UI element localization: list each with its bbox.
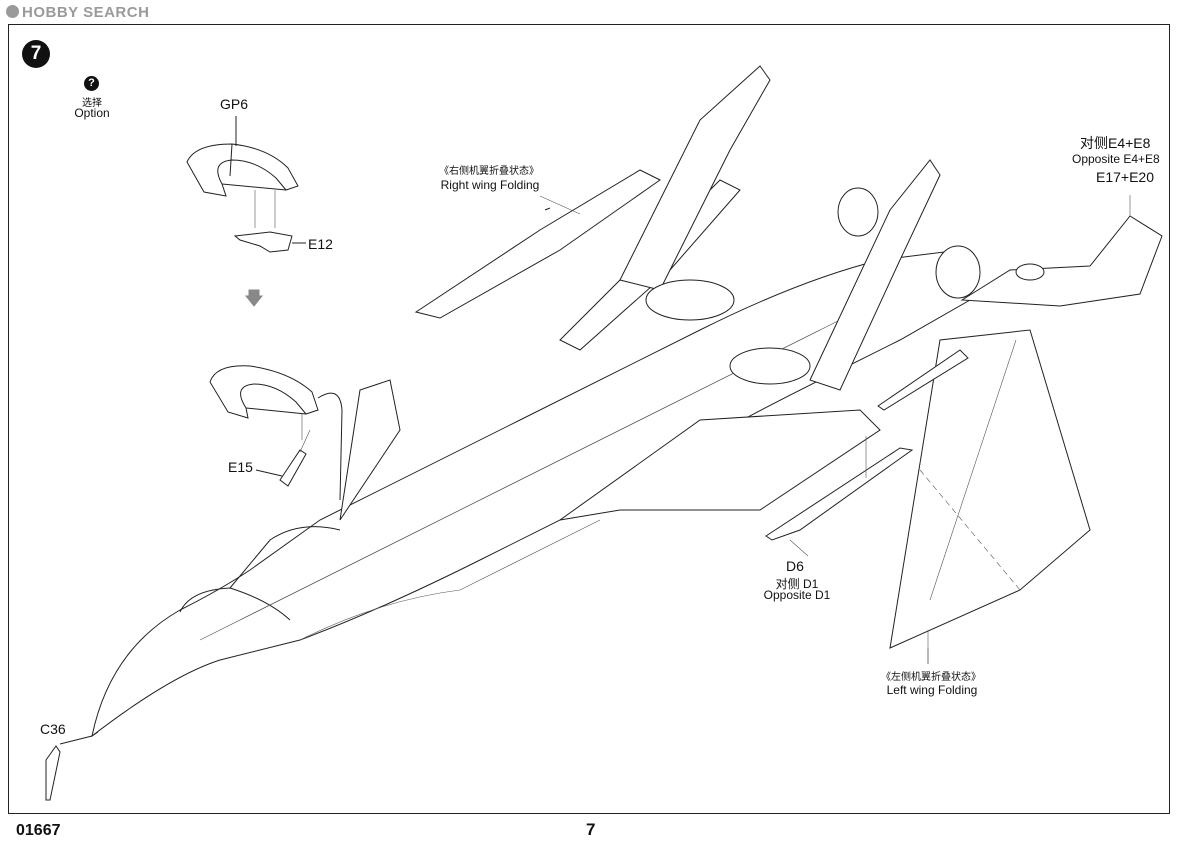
part-label-d1-cn: 对侧 D1 bbox=[775, 577, 819, 591]
page-number: 7 bbox=[586, 820, 596, 839]
watermark-logo: HOBBY SEARCH bbox=[6, 4, 149, 21]
left-wing-folding-drawing bbox=[559, 329, 1091, 664]
option-label-cn: 选择 bbox=[82, 98, 102, 109]
option-label-en: Option bbox=[74, 106, 110, 120]
gp6-canopy-drawing bbox=[186, 116, 299, 228]
part-label-d6: D6 bbox=[786, 558, 804, 574]
vertical-tails-drawing bbox=[339, 159, 941, 521]
step-number-badge: 7 bbox=[22, 40, 50, 68]
callout-right-wing-cn: 《右侧机翼折叠状态》 bbox=[439, 166, 539, 177]
d6-part-drawing bbox=[765, 349, 969, 541]
part-label-e17e20: E17+E20 bbox=[1096, 169, 1154, 185]
watermark-text: HOBBY SEARCH bbox=[22, 4, 150, 21]
question-icon: ? bbox=[84, 76, 99, 91]
callout-right-wing-en: Right wing Folding bbox=[440, 178, 540, 192]
step-arrow-icon bbox=[244, 295, 264, 307]
page-frame bbox=[8, 24, 1170, 814]
brand-icon bbox=[6, 5, 19, 18]
engine-nozzles-drawing bbox=[645, 187, 981, 385]
part-label-e4e8-en: Opposite E4+E8 bbox=[1072, 152, 1160, 166]
part-label-gp6: GP6 bbox=[220, 96, 249, 112]
part-label-c36: C36 bbox=[40, 721, 66, 737]
kit-number: 01667 bbox=[16, 822, 61, 839]
part-label-e15: E15 bbox=[228, 459, 253, 475]
part-label-d1-en: Opposite D1 bbox=[763, 588, 831, 602]
e15-part-drawing bbox=[255, 429, 311, 487]
c36-pitot-drawing bbox=[45, 735, 93, 801]
right-wing-folding-drawing bbox=[414, 65, 771, 351]
part-label-e12: E12 bbox=[308, 236, 333, 252]
tailplane-drawing bbox=[960, 195, 1163, 307]
callout-left-wing-en: Left wing Folding bbox=[886, 683, 978, 697]
canopy-option-drawing bbox=[209, 365, 343, 501]
part-label-e4e8-cn: 对侧E4+E8 bbox=[1080, 135, 1151, 151]
e12-part-drawing bbox=[233, 231, 306, 253]
callout-left-wing-cn: 《左侧机翼折叠状态》 bbox=[881, 672, 981, 683]
